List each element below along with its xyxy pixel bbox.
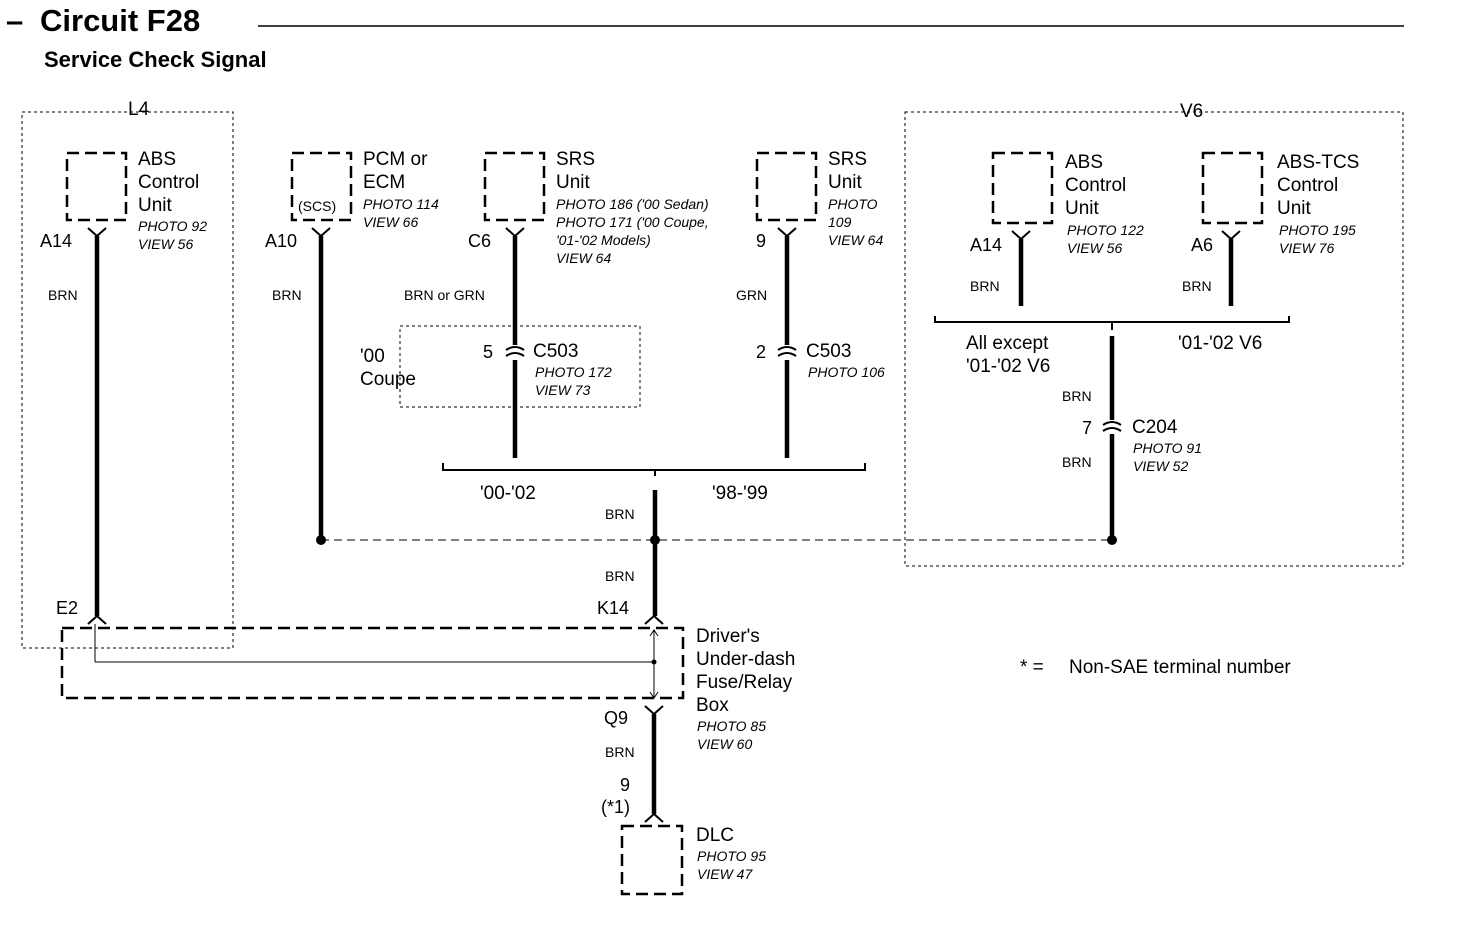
note-symbol: * =	[1020, 657, 1044, 678]
abstcs-view: VIEW 76	[1279, 240, 1335, 256]
abstcs-box	[1201, 151, 1264, 225]
pcm-name-1: PCM or	[363, 149, 428, 170]
dlc-photo: PHOTO 95	[697, 848, 766, 864]
v6-group-box	[904, 111, 1404, 567]
abs-l4-name-3: Unit	[138, 195, 172, 216]
l4-group-box	[21, 111, 234, 649]
fuse-name-3: Fuse/Relay	[696, 672, 793, 693]
abs-v6-view: VIEW 56	[1067, 240, 1123, 256]
abs-l4-view: VIEW 56	[138, 236, 194, 252]
k14-brn-wire: BRN	[605, 568, 635, 584]
range-00-02: '00-'02	[480, 483, 536, 504]
l4-label: L4	[128, 99, 150, 120]
abs-l4-name-1: ABS	[138, 149, 177, 170]
pcm-inner-label: (SCS)	[298, 198, 337, 214]
abs-v6-terminal: A14	[970, 235, 1003, 255]
all-except-line1: All except	[966, 333, 1049, 354]
abs-l4-box	[65, 151, 128, 222]
fuse-name-4: Box	[696, 695, 729, 716]
srs1-wire: BRN or GRN	[404, 287, 485, 303]
abs-v6-photo: PHOTO 122	[1067, 222, 1144, 238]
srs2-name-2: Unit	[828, 172, 862, 193]
abstcs-photo: PHOTO 195	[1279, 222, 1356, 238]
abs-v6-box	[991, 151, 1054, 225]
c503b-photo: PHOTO 106	[808, 364, 885, 380]
srs1-terminal: C6	[468, 231, 492, 251]
note-text: Non-SAE terminal number	[1069, 657, 1291, 678]
coupe00-line2: Coupe	[360, 369, 416, 390]
abs-l4-name-2: Control	[138, 172, 200, 193]
srs2-photo-2: 109	[828, 214, 852, 230]
srs2-name-1: SRS	[828, 149, 868, 170]
page-subtitle: Service Check Signal	[44, 47, 267, 72]
v6-label: V6	[1180, 101, 1204, 122]
fuse-term-e2: E2	[56, 598, 79, 618]
srs2-photo-1: PHOTO	[828, 196, 878, 212]
abs-v6-name-2: Control	[1065, 175, 1127, 196]
srs1-photo-1: PHOTO 186 ('00 Sedan)	[556, 196, 709, 212]
dlc-view: VIEW 47	[697, 866, 753, 882]
abstcs-wire: BRN	[1182, 278, 1212, 294]
srs1-photo-3: '01-'02 Models)	[556, 232, 651, 248]
c503b-id: C503	[806, 341, 852, 362]
all-except-line2: '01-'02 V6	[966, 356, 1051, 377]
c503a-view: VIEW 73	[535, 382, 591, 398]
abs-l4-terminal: A14	[40, 231, 73, 251]
srs2-wire: GRN	[736, 287, 768, 303]
abs-v6-wire: BRN	[970, 278, 1000, 294]
v6-0102-label: '01-'02 V6	[1178, 333, 1263, 354]
srs1-photo-2: PHOTO 171 ('00 Coupe,	[556, 214, 709, 230]
abs-l4-photo: PHOTO 92	[138, 218, 207, 234]
dlc-terminal-2: (*1)	[601, 797, 631, 817]
abstcs-name-1: ABS-TCS	[1277, 152, 1360, 173]
c204-id: C204	[1132, 417, 1178, 438]
srs2-terminal: 9	[756, 231, 767, 251]
pcm-view: VIEW 66	[363, 214, 419, 230]
fuse-term-q9: Q9	[604, 708, 629, 728]
c204-wire-bottom: BRN	[1062, 454, 1092, 470]
abs-v6-name-1: ABS	[1065, 152, 1104, 173]
fuse-name-1: Driver's	[696, 626, 760, 647]
pcm-terminal: A10	[265, 231, 298, 251]
fuse-photo: PHOTO 85	[697, 718, 766, 734]
c204-pin: 7	[1082, 418, 1093, 438]
coupe-group-box	[399, 325, 641, 408]
srs2-box	[755, 151, 818, 222]
pcm-wire: BRN	[272, 287, 302, 303]
c503b-pin: 2	[756, 342, 767, 362]
c503a-id: C503	[533, 341, 579, 362]
coupe00-line1: '00	[360, 346, 385, 367]
c204-view: VIEW 52	[1133, 458, 1189, 474]
q9-brn-wire: BRN	[605, 744, 635, 760]
dlc-name: DLC	[696, 825, 735, 846]
main-brn-wire: BRN	[605, 506, 635, 522]
page-title: Circuit F28	[40, 3, 201, 38]
srs1-name-2: Unit	[556, 172, 590, 193]
abs-l4-wire: BRN	[48, 287, 78, 303]
srs2-view: VIEW 64	[828, 232, 884, 248]
srs1-box	[483, 151, 546, 222]
range-98-99: '98-'99	[712, 483, 768, 504]
abstcs-terminal: A6	[1191, 235, 1214, 255]
pcm-photo: PHOTO 114	[363, 196, 439, 212]
c503a-photo: PHOTO 172	[535, 364, 612, 380]
c204-photo: PHOTO 91	[1133, 440, 1202, 456]
abstcs-name-3: Unit	[1277, 198, 1311, 219]
abstcs-name-2: Control	[1277, 175, 1339, 196]
pcm-name-2: ECM	[363, 172, 406, 193]
dlc-box	[620, 824, 684, 896]
header-dash: –	[6, 3, 24, 38]
dlc-terminal-1: 9	[620, 775, 631, 795]
fuse-name-2: Under-dash	[696, 649, 796, 670]
pcm-box	[290, 151, 353, 222]
fuse-box-outline	[60, 626, 685, 700]
c503a-pin: 5	[483, 342, 494, 362]
fuse-term-k14: K14	[597, 598, 630, 618]
c204-wire-top: BRN	[1062, 388, 1092, 404]
srs1-name-1: SRS	[556, 149, 596, 170]
fuse-view: VIEW 60	[697, 736, 753, 752]
srs1-view: VIEW 64	[556, 250, 612, 266]
abs-v6-name-3: Unit	[1065, 198, 1099, 219]
